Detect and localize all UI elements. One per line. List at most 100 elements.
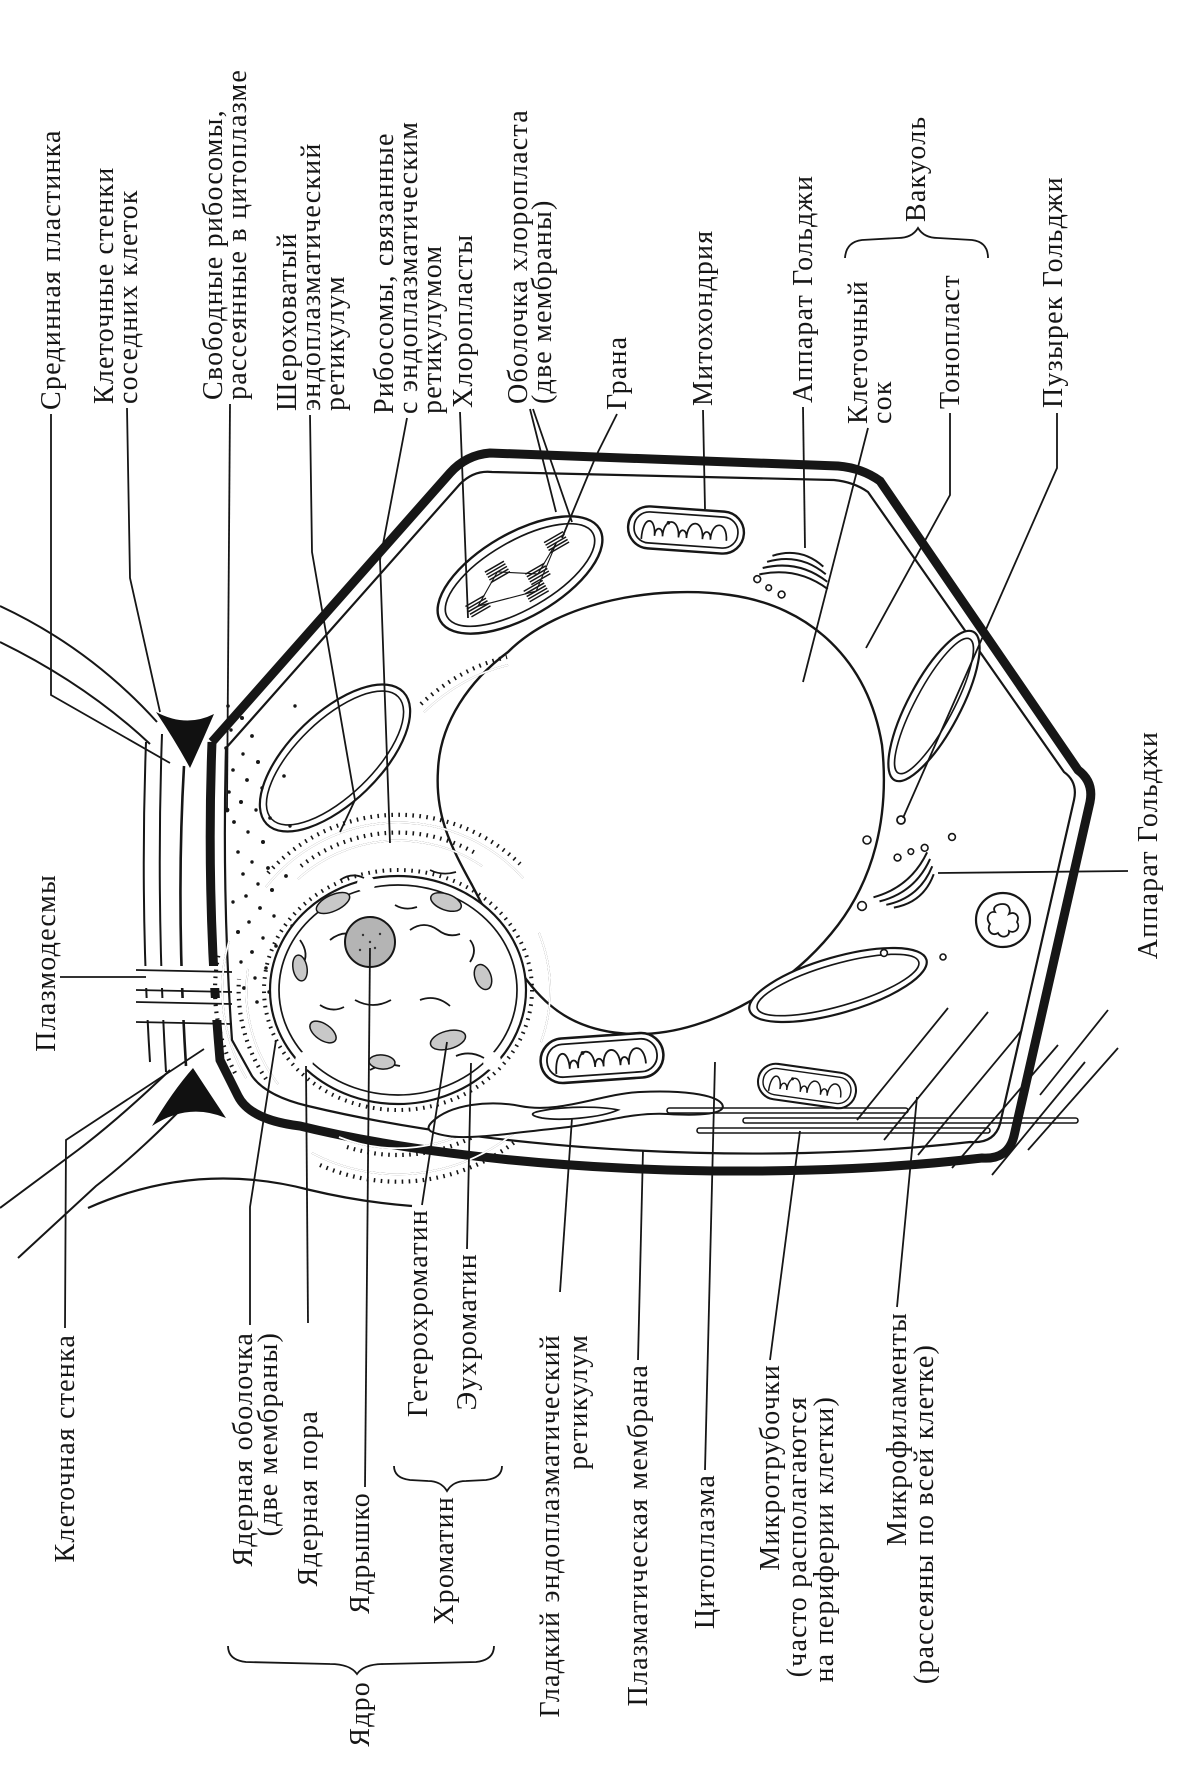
leader-free-ribosomes — [226, 403, 231, 809]
label-bound-ribosomes-3: ретикулумом — [417, 245, 448, 414]
label-median-lamella: Срединная пластинка — [36, 129, 67, 410]
leader-bound-ribosomes — [379, 417, 408, 844]
nuclear-envelope-inner — [278, 884, 518, 1096]
label-chloroplast-envelope-2: (две мембраны) — [527, 199, 558, 404]
golgi-apparatus-top-stack — [750, 544, 835, 609]
leader-tonoplast — [865, 413, 951, 649]
bottom-labels: Клеточная стенка Ядерная оболочка (две м… — [50, 1209, 940, 1747]
leader-golgi-right — [937, 870, 1129, 874]
leader-rough-er — [309, 414, 356, 833]
neighbor-wall-bottom-line2 — [17, 1097, 193, 1259]
label-nucleolus: Ядрышко — [345, 1492, 376, 1614]
label-euchromatin: Эухроматин — [452, 1253, 483, 1410]
label-bound-ribosomes-2: с эндоплазматическим — [393, 121, 424, 414]
stroma-lamellae — [477, 542, 558, 607]
wall-band-line1 — [142, 741, 151, 1063]
leader-golgi-vesicle — [902, 413, 1058, 819]
middle-lamella-line — [179, 765, 188, 1067]
vacuole-lobe-upper-left — [258, 683, 412, 833]
leader-cytoplasm — [704, 1061, 716, 1471]
leader-median-lamella — [50, 414, 171, 764]
label-vacuole-group: Вакуоль — [901, 116, 932, 222]
mitochondrion-bottom-right — [754, 1060, 860, 1112]
label-granum: Грана — [602, 336, 633, 410]
label-golgi-vesicle: Пузырек Гольджи — [1038, 176, 1069, 408]
label-nuclear-envelope: Ядерная оболочка — [228, 1332, 259, 1567]
label-microfilaments-2: (рассеяны по всей клетке) — [909, 1344, 940, 1684]
rough-er-arc — [265, 812, 524, 888]
neighbor-wall-bottom-line1 — [0, 1069, 171, 1209]
leader-mitochondrion — [702, 409, 706, 510]
heterochromatin-clumps — [291, 891, 493, 1070]
label-nucleus-group: Ядро — [345, 1681, 376, 1747]
neighbor-wall-top-line1 — [0, 605, 158, 723]
label-smooth-er: Гладкий эндоплазматический — [535, 1334, 566, 1717]
leader-euchromatin — [466, 1062, 472, 1250]
smooth-er-arc — [538, 932, 552, 1043]
scalloped-vesicle — [974, 891, 1032, 949]
leader-cell-wall — [64, 1048, 205, 1329]
group-braces — [227, 226, 989, 1676]
vacuole-sac-right — [887, 629, 981, 783]
label-heterochromatin: Гетерохроматин — [403, 1209, 434, 1417]
wall-band-line2 — [158, 733, 167, 1073]
plasmodesmata-channels — [134, 966, 234, 1025]
label-rough-er-2: эндоплазматический — [296, 142, 327, 411]
label-chloroplasts: Хлоропласты — [448, 234, 479, 408]
nuclear-pore-gap — [295, 1052, 313, 1070]
chloroplast — [436, 515, 604, 635]
label-microtubules-3: на периферии клетки) — [809, 1396, 840, 1683]
label-microtubules-2: (часто располагаются — [782, 1396, 813, 1677]
leader-microtubules — [769, 1130, 801, 1361]
rough-er-arc — [297, 830, 483, 880]
leader-heterochromatin — [421, 1041, 448, 1206]
label-neighbor-cell-walls: Клеточные стенки — [89, 167, 120, 404]
mitochondrion-bottom-left — [537, 1030, 667, 1086]
top-labels: Срединная пластинка Клеточные стенки сос… — [36, 69, 1069, 424]
label-microfilaments: Микрофиламенты — [882, 1312, 913, 1546]
label-golgi-top: Аппарат Гольджи — [788, 175, 819, 403]
golgi-apparatus-right-stack — [856, 832, 957, 961]
label-cytoplasm: Цитоплазма — [690, 1474, 721, 1629]
nuclear-pore-gap — [357, 875, 375, 893]
label-free-ribosomes: Свободные рибосомы, — [198, 109, 229, 400]
leader-chloroplast-envelope-2 — [532, 408, 573, 523]
nuclear-envelope-outer — [268, 874, 528, 1106]
label-nuclear-pore: Ядерная пора — [293, 1410, 324, 1586]
label-chloroplast-envelope: Оболочка хлоропласта — [503, 109, 534, 404]
rough-er-strand — [419, 654, 509, 713]
label-rough-er: Шероховатый — [272, 232, 303, 411]
label-neighbor-cell-walls-2: соседних клеток — [113, 189, 144, 404]
leader-nuclear-pore — [305, 1065, 309, 1324]
label-cell-sap: Клеточный — [843, 280, 874, 424]
nuclear-pore-gap — [483, 1052, 501, 1070]
vacuole-brace — [844, 226, 989, 259]
microfilaments-lines — [856, 1007, 1119, 1176]
leader-golgi-top — [802, 406, 806, 549]
leader-chloroplast-envelope-1 — [529, 408, 557, 513]
leader-lines — [50, 403, 1129, 1488]
rough-er-arc — [212, 940, 247, 1079]
chromatin-brace — [393, 1465, 503, 1493]
nucleus-brace — [227, 1645, 495, 1676]
leader-chloroplasts — [459, 411, 469, 619]
nuclear-envelope-ribosome-studs — [262, 868, 534, 1112]
leader-cell-sap — [802, 427, 869, 683]
label-free-ribosomes-2: рассеянные в цитоплазме — [222, 69, 253, 400]
middle-lamella-junction-bottom — [152, 1068, 226, 1126]
smooth-er-tubule — [427, 1090, 724, 1139]
leader-nuclear-envelope — [249, 1039, 277, 1325]
leader-granum — [561, 413, 618, 539]
neighbor-wall-top-line2 — [0, 641, 151, 745]
label-bound-ribosomes: Рибосомы, связанные — [369, 132, 400, 414]
leader-neighbor-cell-walls — [126, 407, 161, 713]
leader-end-dot — [224, 807, 230, 813]
central-vacuole-tonoplast — [436, 590, 886, 1036]
rough-er-arc — [311, 1126, 522, 1184]
label-microtubules: Микротрубочки — [755, 1364, 786, 1571]
label-cell-sap-2: сок — [867, 380, 898, 424]
label-plasmodesmata: Плазмодесмы — [31, 874, 62, 1052]
label-plasma-membrane: Плазматическая мембрана — [623, 1364, 654, 1706]
